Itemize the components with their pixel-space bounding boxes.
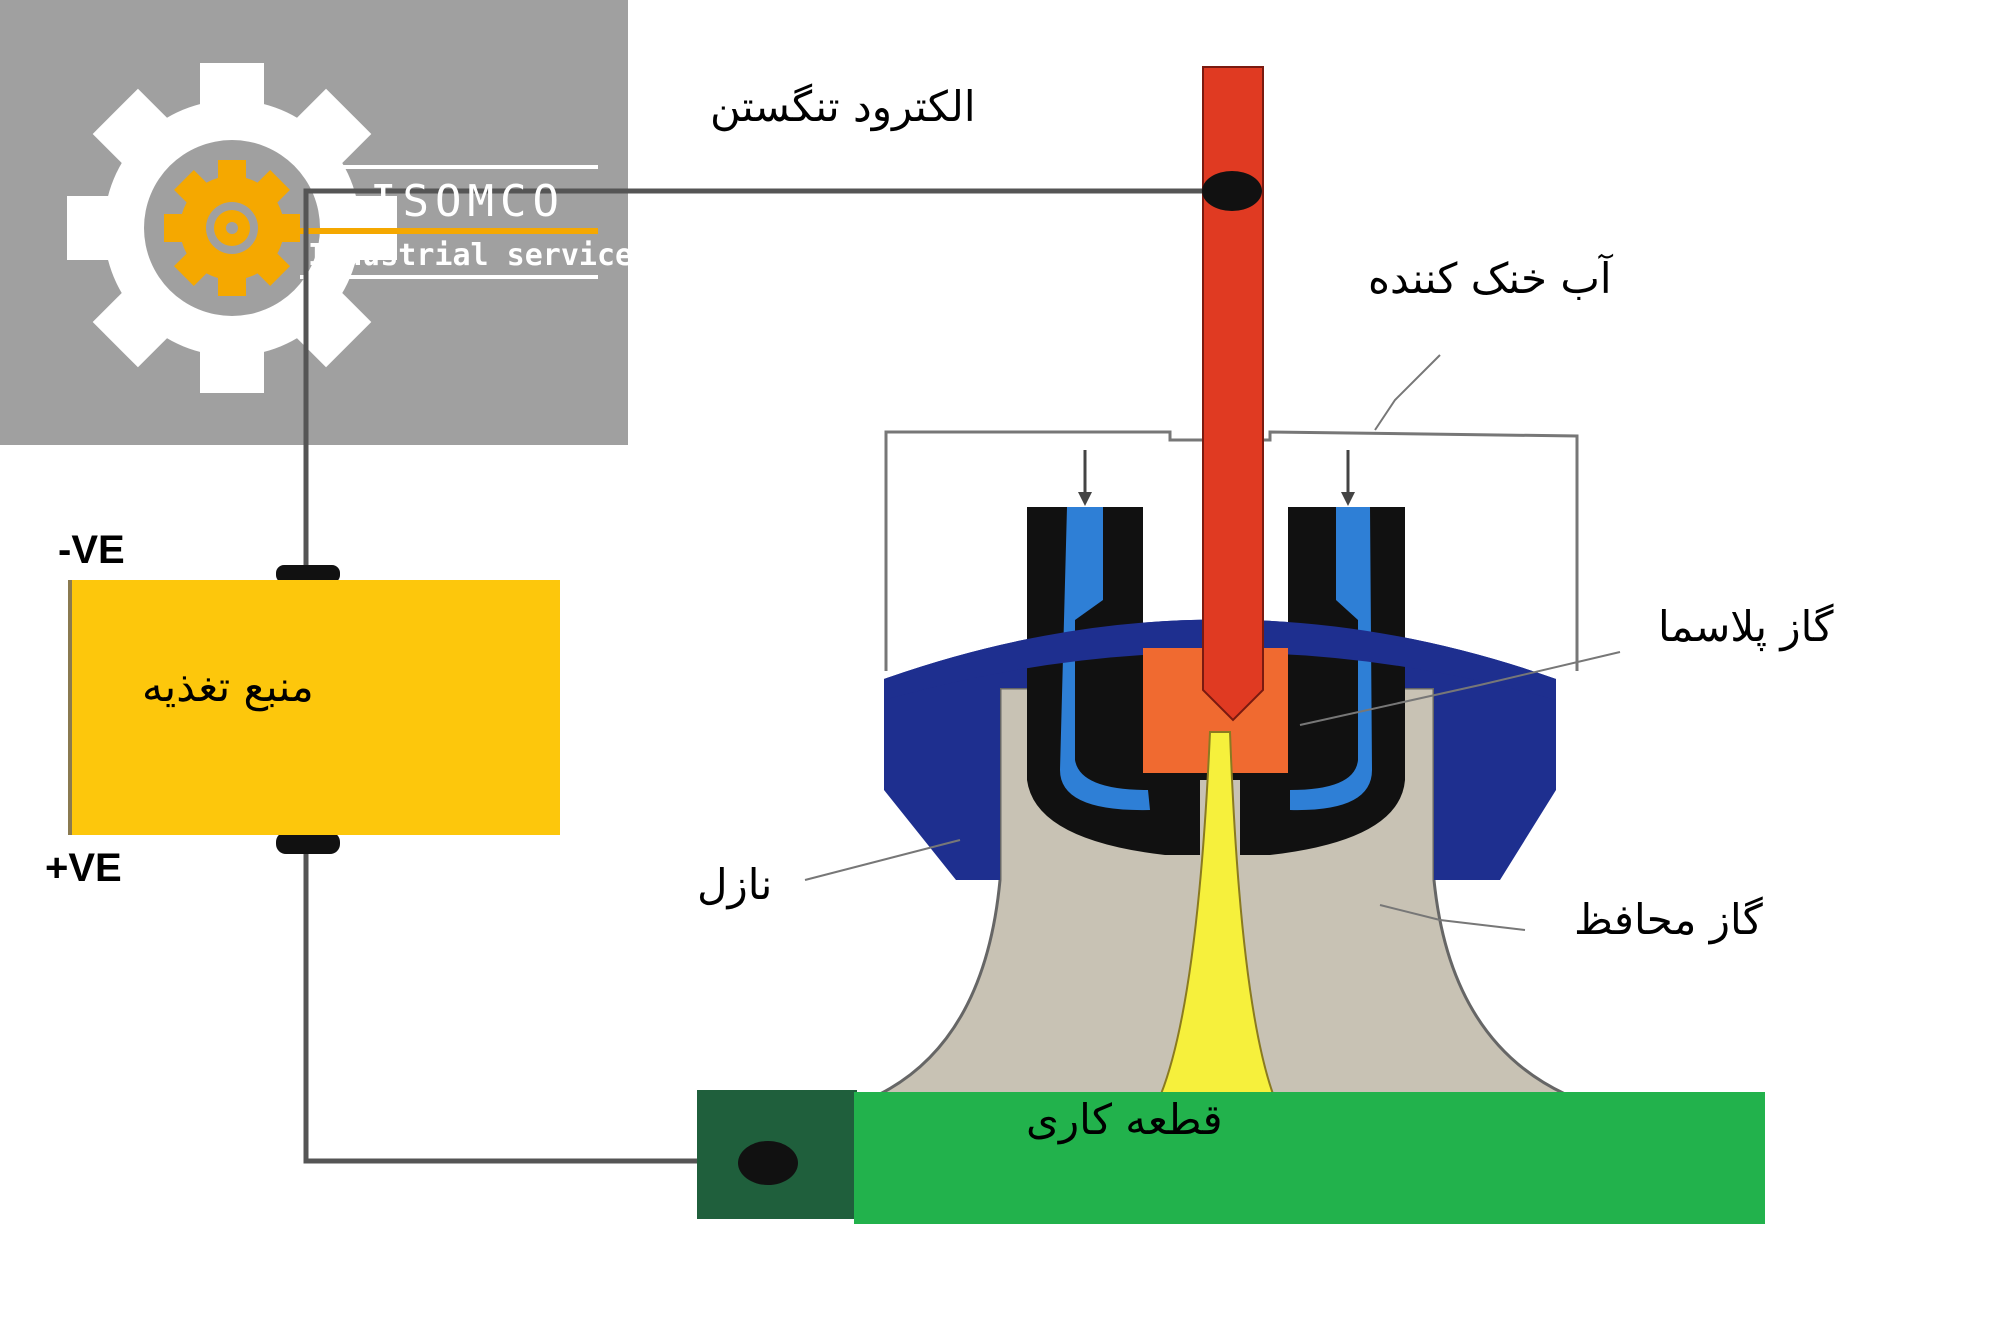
tungsten-electrode xyxy=(1202,66,1264,722)
label-plasma-gas: گاز پلاسما xyxy=(1658,602,1834,651)
logo-name: ISOMCO xyxy=(370,176,565,227)
workpiece xyxy=(854,1092,1765,1224)
label-electrode: الکترود تنگستن xyxy=(710,82,976,131)
leader-plasma-gas xyxy=(1299,651,1621,726)
inner-gear-icon xyxy=(164,160,300,296)
label-cooling-water: آب خنک کننده xyxy=(1368,254,1612,303)
cooling-channel-right xyxy=(1290,507,1372,811)
leader-shielding-gas xyxy=(1379,904,1526,931)
cooling-channel-left xyxy=(1060,507,1150,811)
power-supply-box xyxy=(68,580,560,835)
label-negative: -VE xyxy=(58,528,125,572)
negative-terminal xyxy=(276,565,340,583)
logo-tagline: Industrial services xyxy=(308,238,652,273)
label-power-supply: منبع تغذیه xyxy=(142,662,314,711)
label-nozzle: نازل xyxy=(697,860,773,909)
circuit-wire xyxy=(303,188,1232,1164)
electrode-connector xyxy=(1202,171,1262,211)
label-shielding-gas: گاز محافظ xyxy=(1574,895,1763,944)
workpiece-connector xyxy=(738,1141,798,1185)
positive-terminal xyxy=(276,832,340,854)
logo xyxy=(0,0,628,445)
label-workpiece: قطعه کاری xyxy=(1026,1095,1223,1144)
leader-nozzle xyxy=(804,839,961,881)
label-positive: +VE xyxy=(45,846,122,890)
leader-cooling xyxy=(1374,354,1441,431)
